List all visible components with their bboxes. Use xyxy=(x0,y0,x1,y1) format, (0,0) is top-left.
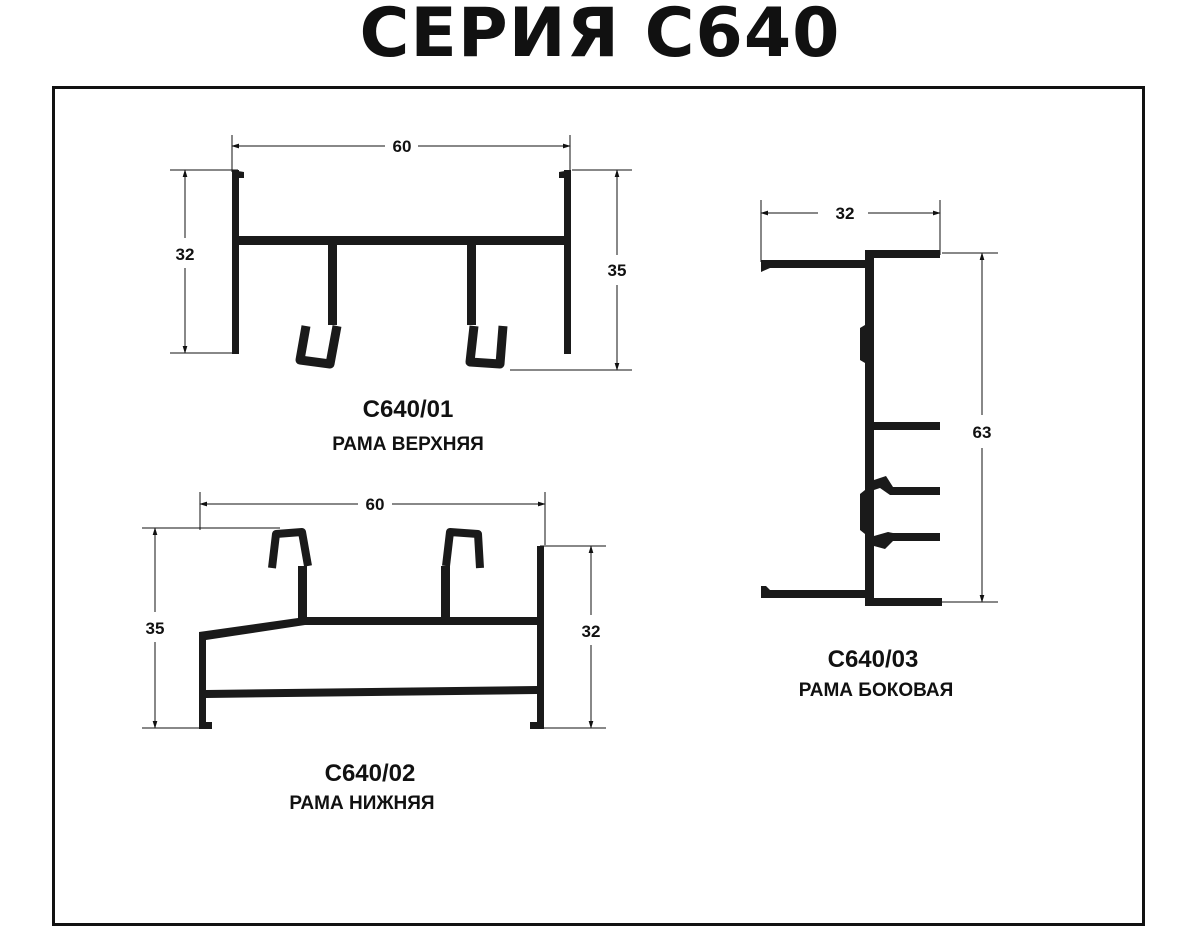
width-label: 60 xyxy=(393,137,412,156)
profile-shape xyxy=(199,528,544,729)
profile-code: С640/03 xyxy=(828,646,919,673)
left-height-label: 32 xyxy=(176,245,195,264)
right-height-label: 35 xyxy=(608,261,627,280)
profile-name: РАМА ВЕРХНЯЯ xyxy=(332,434,484,455)
height-label: 63 xyxy=(973,423,992,442)
width-label: 32 xyxy=(836,204,855,223)
page-title: СЕРИЯ С640 xyxy=(359,0,841,73)
profile-shape xyxy=(761,250,942,606)
profile-shape xyxy=(232,170,571,369)
profile-c640-03: 32 63 С640/03 РАМА БОКОВАЯ xyxy=(760,200,998,701)
profile-name: РАМА БОКОВАЯ xyxy=(799,680,954,701)
width-label: 60 xyxy=(366,495,385,514)
left-height-label: 35 xyxy=(146,619,165,638)
profile-code: С640/01 xyxy=(363,396,454,423)
profile-name: РАМА НИЖНЯЯ xyxy=(289,793,434,814)
technical-drawing: 60 32 35 С640/01 РАМА ВЕРХНЯЯ xyxy=(142,135,998,814)
right-height-label: 32 xyxy=(582,622,601,641)
profile-c640-02: 60 35 32 С640/02 xyxy=(142,492,606,814)
profile-c640-01: 60 32 35 С640/01 РАМА ВЕРХНЯЯ xyxy=(170,135,632,455)
profile-code: С640/02 xyxy=(325,760,416,787)
